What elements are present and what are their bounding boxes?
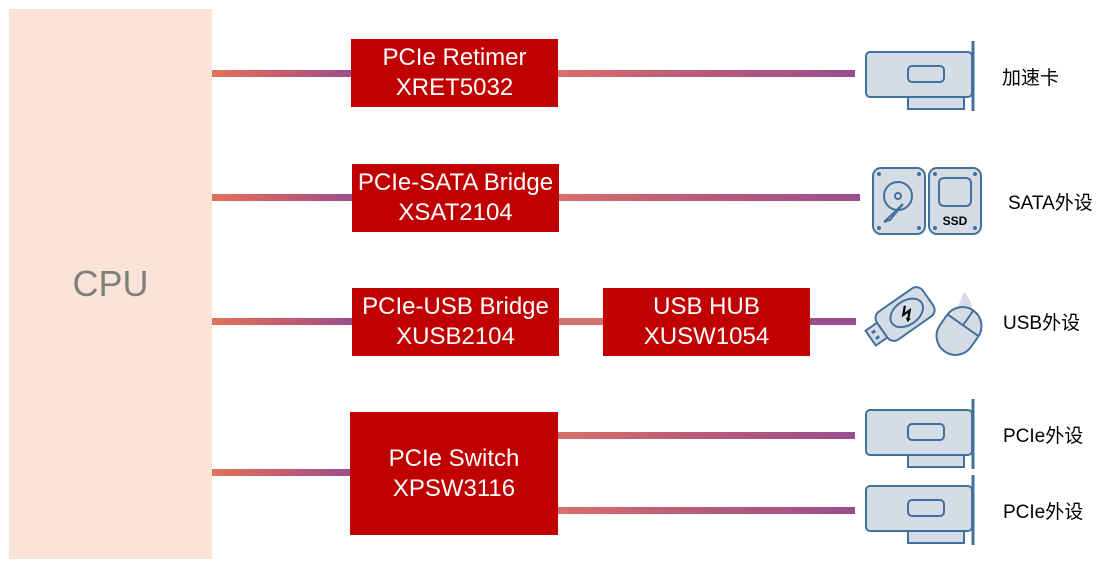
chip-name: PCIe Switch: [388, 444, 520, 472]
link-switch-pcie-2: [557, 507, 855, 514]
link-hub-usb-device: [808, 318, 856, 325]
chip-model: XSAT2104: [398, 199, 513, 226]
link-cpu-sata-bridge: [212, 194, 353, 201]
device-label-pcie-2: PCIe外设: [1003, 502, 1084, 523]
link-switch-pcie-1: [557, 432, 855, 439]
chip-model: XUSW1054: [643, 323, 770, 350]
chip-pcie-usb-bridge: PCIe-USB Bridge XUSB2104: [352, 288, 559, 356]
device-label-sata: SATA外设: [1008, 193, 1093, 214]
chip-name: PCIe-SATA Bridge: [357, 169, 554, 196]
cpu-block: CPU: [9, 9, 212, 559]
device-label-accelerator: 加速卡: [1002, 68, 1060, 89]
chip-pcie-retimer: PCIe Retimer XRET5032: [351, 39, 558, 107]
ssd-label: SSD: [943, 214, 968, 228]
link-cpu-switch: [212, 469, 351, 476]
chip-pcie-sata-bridge: PCIe-SATA Bridge XSAT2104: [352, 164, 559, 232]
chip-usb-hub: USB HUB XUSW1054: [603, 288, 810, 356]
chip-name: USB HUB: [653, 293, 760, 320]
ssd-icon: SSD: [928, 167, 982, 235]
chip-name: PCIe Retimer: [382, 44, 527, 71]
hdd-icon: [872, 167, 926, 235]
pcie-card-icon: [865, 41, 975, 111]
device-label-pcie-1: PCIe外设: [1003, 426, 1084, 447]
pcie-card-icon: [865, 475, 975, 545]
chip-name: PCIe-USB Bridge: [362, 293, 549, 320]
chip-model: XPSW3116: [392, 474, 516, 502]
cpu-label: CPU: [72, 263, 149, 304]
link-sata-bridge-storage: [557, 194, 860, 201]
chip-model: XUSB2104: [396, 323, 515, 350]
link-retimer-card: [557, 70, 855, 77]
link-usb-bridge-hub: [557, 318, 604, 325]
pcie-card-icon: [865, 399, 975, 469]
device-label-usb: USB外设: [1003, 313, 1081, 334]
chip-pcie-switch: PCIe Switch XPSW3116: [350, 412, 558, 535]
link-cpu-retimer: [212, 70, 352, 77]
chip-model: XRET5032: [395, 74, 514, 101]
usb-mouse-icon: ⭍: [864, 286, 983, 356]
link-cpu-usb-bridge: [212, 318, 353, 325]
